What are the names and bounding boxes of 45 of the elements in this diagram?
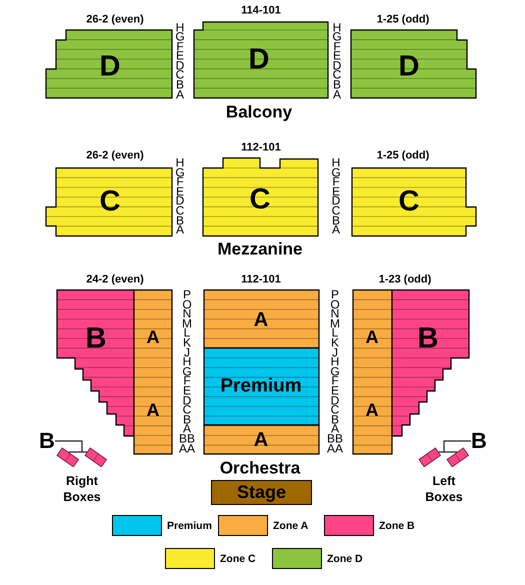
row-letters: P O N M L K J H G F E D C B A BB AA (327, 290, 343, 454)
zone-letter: B (471, 430, 487, 452)
row-letters: H G F E D C B A (332, 23, 342, 100)
zone-letter: B (39, 430, 55, 452)
row-letters: H G F E D C B A (331, 158, 341, 236)
zone-letter: D (100, 52, 120, 82)
stage-block: Stage (211, 480, 312, 505)
section-name: Mezzanine (217, 240, 303, 258)
seat-range-label: 114-101 (241, 6, 281, 16)
zone-letter: A (366, 401, 378, 419)
leader-line (444, 440, 472, 452)
zone-letter: B (86, 324, 106, 354)
legend-label: Zone D (327, 553, 363, 564)
zone-letter: A (366, 328, 378, 346)
zone-letter: C (100, 188, 120, 216)
legend-label: Zone B (379, 520, 415, 531)
zone-letter: D (248, 46, 270, 74)
box-caption: Right Boxes (63, 473, 101, 505)
legend-label: Zone A (273, 520, 308, 531)
seat-range-label: 112-101 (241, 274, 281, 286)
zone-letter: C (398, 188, 420, 216)
legend-label: Zone C (220, 553, 256, 564)
box-caption: Left Boxes (425, 473, 463, 505)
row-letters: H G F E D C B A (175, 23, 185, 100)
zone-label: Premium (220, 376, 302, 396)
zone-letter: D (398, 52, 420, 82)
seat-range-label: 1-25 (odd) (376, 150, 430, 162)
section-name: Balcony (226, 104, 292, 120)
row-letters: P O N M L K J H G F E D C B A BB AA (179, 290, 195, 454)
legend-label: Premium (167, 520, 212, 531)
zone-letter: A (146, 401, 160, 419)
seat-range-label: 26-2 (even) (86, 14, 144, 26)
seat-range-label: 1-25 (odd) (376, 14, 430, 26)
row-letters: H G F E D C B A (175, 158, 185, 236)
leader-line (54, 440, 88, 452)
zone-letter: C (250, 186, 270, 214)
zone-letter: A (254, 310, 268, 330)
zone-letter: B (418, 324, 438, 354)
seat-range-label: 1-23 (odd) (378, 274, 432, 286)
zone-letter: A (146, 328, 160, 346)
seat-range-label: 24-2 (even) (86, 274, 144, 286)
seat-range-label: 112-101 (241, 142, 281, 154)
section-name: Orchestra (220, 460, 300, 476)
seat-range-label: 26-2 (even) (86, 150, 144, 162)
zone-letter: A (254, 430, 268, 450)
